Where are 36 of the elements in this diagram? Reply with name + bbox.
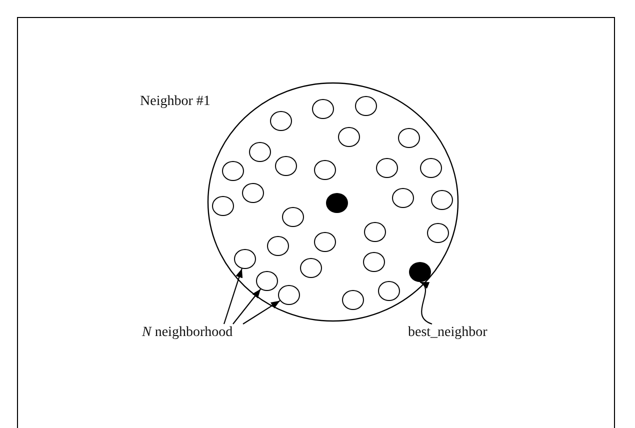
hollow-circle xyxy=(364,222,386,242)
hollow-circle xyxy=(431,190,453,210)
hollow-circle xyxy=(249,142,271,162)
hollow-circle xyxy=(378,281,400,301)
hollow-circle xyxy=(355,96,377,116)
hollow-circle xyxy=(420,158,442,178)
filled-circle xyxy=(326,193,348,213)
leader-arrow xyxy=(420,282,432,324)
hollow-circle xyxy=(398,128,420,148)
leader-arrow xyxy=(232,288,262,324)
hollow-circle xyxy=(282,207,304,227)
hollow-circle xyxy=(376,158,398,178)
hollow-circle xyxy=(270,111,292,131)
hollow-circle xyxy=(212,196,234,216)
hollow-circle xyxy=(427,223,449,243)
hollow-circle xyxy=(342,290,364,310)
text-label: best_neighbor xyxy=(408,325,488,341)
hollow-circle xyxy=(242,183,264,203)
hollow-circle xyxy=(363,252,385,272)
hollow-circle xyxy=(278,285,300,305)
hollow-circle xyxy=(312,99,334,119)
leader-arrow xyxy=(223,268,243,324)
hollow-circle xyxy=(222,161,244,181)
hollow-circle xyxy=(267,236,289,256)
filled-circle xyxy=(409,262,431,282)
hollow-circle xyxy=(234,249,256,269)
hollow-circle xyxy=(300,258,322,278)
hollow-circle xyxy=(392,188,414,208)
hollow-circle xyxy=(314,232,336,252)
hollow-circle xyxy=(338,127,360,147)
leader-arrow xyxy=(242,300,280,324)
hollow-circle xyxy=(256,271,278,291)
hollow-circle xyxy=(275,156,297,176)
hollow-circle xyxy=(314,160,336,180)
text-label: N neighborhood xyxy=(142,325,233,341)
region-title: Neighbor #1 xyxy=(140,94,210,110)
